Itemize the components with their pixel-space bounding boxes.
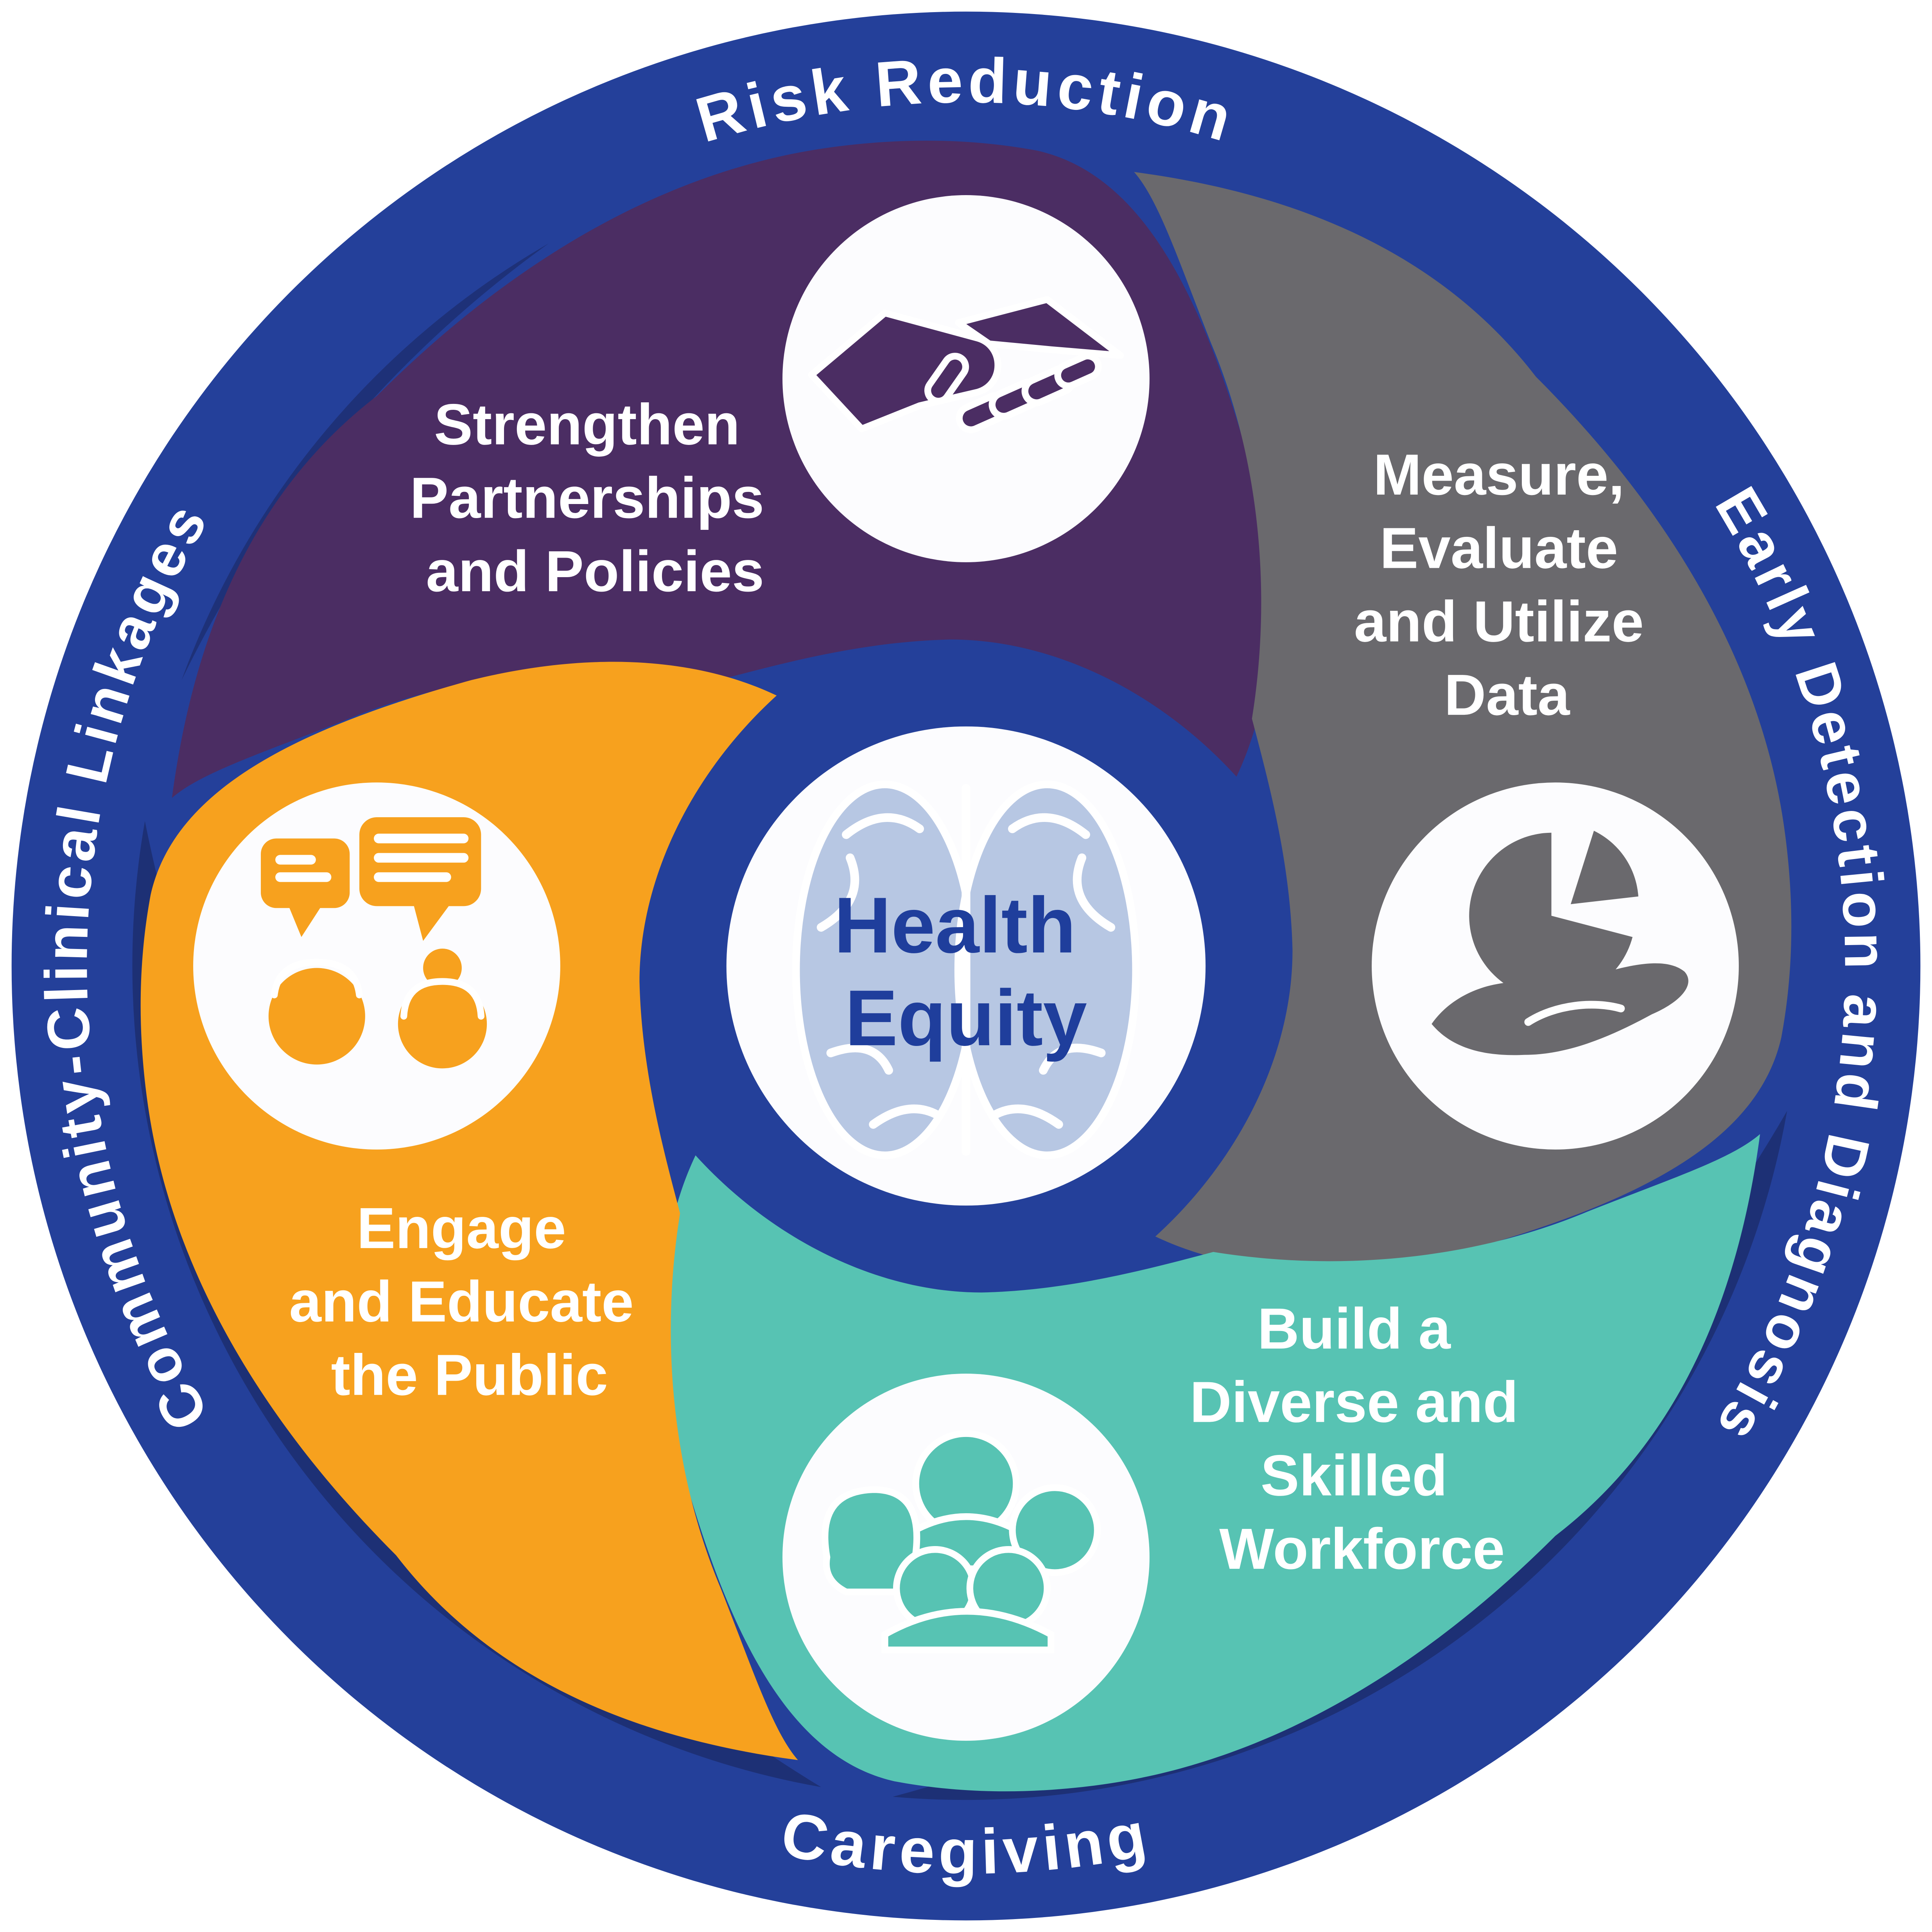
group-shoulders-front	[881, 1608, 1055, 1654]
petal-label-strengthen-partnerships: Strengthen Partnerships and Policies	[410, 392, 780, 604]
speech-bubble-right-tail	[413, 904, 450, 941]
pie-chart-hand-icon	[1432, 831, 1688, 1055]
brain-left-lobe	[792, 780, 978, 1159]
center-title-line1: Health	[834, 881, 1076, 969]
handshake-thumb	[924, 353, 969, 405]
woman-hair-bun	[423, 949, 462, 987]
brain-right-lobe	[954, 780, 1140, 1159]
person-head-right	[1009, 1484, 1101, 1576]
brain-folds-left	[816, 813, 942, 1129]
brain-folds-right	[990, 813, 1116, 1129]
handshake-finger	[1054, 352, 1102, 389]
conversation-icon	[261, 817, 487, 1069]
speech-bubble-left-tail	[288, 904, 323, 937]
man-head	[268, 968, 365, 1065]
center-title: Health Equity	[834, 881, 1098, 1062]
person-head-left	[822, 1486, 920, 1596]
handshake-icon	[808, 296, 1124, 433]
brain-icon	[792, 780, 1140, 1159]
petal-label-measure-evaluate-data: Measure, Evaluate and Utilize Data	[1354, 443, 1660, 727]
hand-thumb-line	[1524, 1001, 1625, 1026]
petal-label-build-workforce: Build a Diverse and Skilled Workforce	[1190, 1297, 1535, 1581]
pie-chart-body	[1469, 832, 1633, 999]
bubble-text-lines-left	[275, 855, 332, 882]
people-group-icon	[822, 1430, 1101, 1654]
bubble-text-lines-right	[374, 834, 469, 882]
woman-head	[398, 979, 487, 1069]
handshake-right-arm	[955, 296, 1124, 359]
center-title-line2: Equity	[845, 974, 1087, 1062]
man-hairline	[271, 958, 363, 999]
pie-chart-slice	[1571, 831, 1638, 904]
petal-label-engage-public: Engage and Educate the Public	[289, 1196, 649, 1408]
woman-hairline	[400, 978, 484, 1020]
